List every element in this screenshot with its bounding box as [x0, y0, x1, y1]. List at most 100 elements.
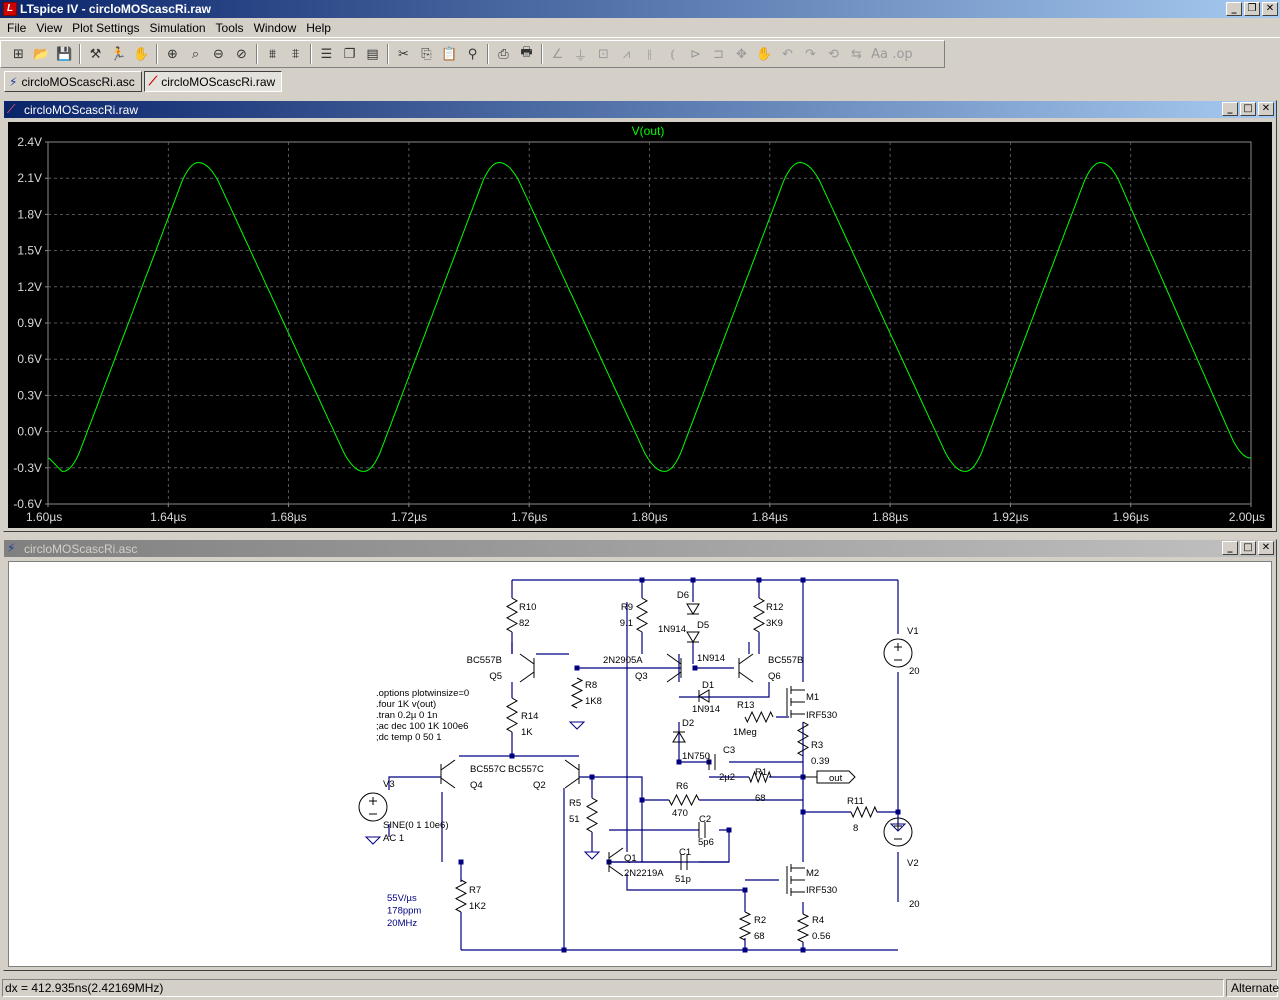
resistor-r14[interactable]	[505, 697, 519, 733]
autorange-icon[interactable]: ⩩	[269, 46, 276, 62]
diode-d6[interactable]	[686, 603, 700, 615]
run-icon[interactable]: 🏃	[110, 46, 127, 62]
menu-file[interactable]: File	[7, 20, 27, 35]
cancel-zoom-icon[interactable]: ⊘	[236, 46, 247, 62]
component-icon[interactable]: ⊐	[713, 46, 724, 62]
resistor-r11[interactable]	[850, 805, 878, 819]
rotate-icon[interactable]: ⟲	[828, 46, 839, 62]
wire-icon[interactable]: ∠	[551, 46, 564, 62]
close-icon[interactable]: ✕	[1258, 102, 1274, 116]
diode-d5[interactable]	[686, 631, 700, 643]
close-icon[interactable]: ✕	[1262, 2, 1278, 16]
label-icon[interactable]: ⊡	[598, 46, 609, 62]
undo-icon[interactable]: ↶	[782, 46, 793, 62]
resistor-r9[interactable]	[635, 597, 649, 633]
print-icon[interactable]: 🖶	[520, 45, 533, 60]
cascade-icon[interactable]: ❐	[343, 46, 356, 62]
redo-icon[interactable]: ↷	[805, 46, 816, 62]
capacitor-icon[interactable]: ⫲	[647, 46, 652, 62]
cut-icon[interactable]: ✂	[398, 46, 409, 62]
save-icon[interactable]: 💾	[56, 46, 73, 62]
mosfet-m2[interactable]	[786, 864, 805, 896]
spice-directive[interactable]: .four 1K v(out)	[376, 699, 436, 710]
tab-schematic[interactable]: ⚡ circloMOScascRi.asc	[4, 71, 142, 92]
transistor-q5[interactable]	[519, 653, 535, 683]
new-schematic-icon[interactable]: ⊞	[13, 46, 24, 62]
trace-title[interactable]: V(out)	[632, 124, 665, 138]
tab-waveform[interactable]: ⟋ circloMOScascRi.raw	[143, 71, 283, 92]
zoom-out-icon[interactable]: ⊖	[213, 46, 224, 62]
mosfet-m1[interactable]	[786, 686, 805, 718]
move-icon[interactable]: ✥	[736, 46, 747, 62]
transistor-q4[interactable]	[440, 759, 456, 789]
resistor-r7[interactable]	[454, 879, 468, 913]
resistor-r3[interactable]	[796, 721, 810, 757]
transistor-q1[interactable]	[608, 847, 624, 877]
zoom-in-icon[interactable]: ⊕	[167, 46, 178, 62]
text-icon[interactable]: Aa	[871, 46, 888, 62]
resistor-r8[interactable]	[570, 677, 584, 709]
minimize-icon[interactable]: _	[1226, 2, 1242, 16]
zener-d2[interactable]	[672, 731, 686, 743]
zoom-full-icon[interactable]: ⌕	[191, 46, 200, 62]
drag-icon[interactable]: ✋	[756, 46, 773, 62]
minimize-icon[interactable]: _	[1222, 102, 1238, 116]
menu-simulation[interactable]: Simulation	[149, 20, 206, 35]
maximize-icon[interactable]: □	[1240, 541, 1256, 555]
menu-window[interactable]: Window	[253, 20, 297, 35]
print-setup-icon[interactable]: ⎙	[498, 46, 509, 62]
comment-text[interactable]: 178ppm	[387, 906, 421, 917]
trace-vout[interactable]	[47, 161, 1252, 472]
voltage-source-v1[interactable]	[883, 638, 913, 668]
diode-d1[interactable]	[698, 689, 710, 703]
maximize-icon[interactable]: □	[1240, 102, 1256, 116]
close-icon[interactable]: ✕	[1258, 541, 1274, 555]
minimize-icon[interactable]: _	[1222, 541, 1238, 555]
spice-directive[interactable]: ;dc temp 0 50 1	[376, 732, 441, 743]
find-icon[interactable]: ⚲	[467, 46, 478, 62]
net-label-out[interactable]	[803, 770, 856, 784]
spice-directive[interactable]: ;ac dec 100 1K 100e6	[376, 721, 468, 732]
halt-icon[interactable]: ✋	[133, 46, 150, 62]
voltage-source-v2[interactable]	[883, 817, 913, 847]
menu-plot-settings[interactable]: Plot Settings	[72, 20, 140, 35]
spice-directive[interactable]: .tran 0.2µ 0 1n	[376, 710, 437, 721]
resistor-r2[interactable]	[738, 911, 752, 941]
restore-icon[interactable]: ❐	[1244, 2, 1260, 16]
capacitor-c2[interactable]	[698, 822, 706, 838]
comment-text[interactable]: 20MHz	[387, 918, 417, 929]
waveform-plot[interactable]: 2.4V2.1V1.8V1.5V1.2V0.9V0.6V0.3V0.0V-0.3…	[8, 122, 1272, 528]
copy-icon[interactable]: ⎘	[421, 46, 432, 62]
control-panel-icon[interactable]: ⚒	[89, 46, 102, 62]
spice-directive-icon[interactable]: .op	[892, 46, 913, 62]
resistor-r6[interactable]	[668, 793, 700, 807]
transistor-q6[interactable]	[738, 653, 754, 683]
tile-vertical-icon[interactable]: ▤	[366, 46, 379, 62]
transistor-q2[interactable]	[564, 759, 580, 789]
inductor-icon[interactable]: ⦅	[670, 46, 675, 62]
resistor-r5[interactable]	[585, 797, 599, 833]
resistor-r1[interactable]	[748, 770, 772, 784]
set-view-icon[interactable]: ⩨	[291, 46, 300, 62]
menu-view[interactable]: View	[36, 20, 63, 35]
menu-tools[interactable]: Tools	[215, 20, 244, 35]
resistor-r4[interactable]	[796, 913, 810, 943]
mirror-icon[interactable]: ⇆	[851, 46, 862, 62]
tile-horizontal-icon[interactable]: ☰	[320, 46, 333, 62]
capacitor-c1[interactable]	[680, 854, 688, 870]
paste-icon[interactable]: 📋	[441, 46, 458, 62]
open-icon[interactable]: 📂	[33, 46, 50, 62]
menu-help[interactable]: Help	[306, 20, 331, 35]
comment-text[interactable]: 55V/µs	[387, 893, 417, 904]
transistor-q3[interactable]	[666, 653, 682, 683]
resistor-icon[interactable]: ⩘	[622, 46, 631, 62]
resistor-r10[interactable]	[505, 597, 519, 633]
spice-directive[interactable]: .options plotwinsize=0	[376, 688, 469, 699]
voltage-source-v3[interactable]	[358, 792, 388, 822]
ground-icon[interactable]: ⏚	[573, 48, 587, 64]
capacitor-c3[interactable]	[708, 754, 716, 770]
diode-icon[interactable]: ⊳	[690, 46, 701, 62]
